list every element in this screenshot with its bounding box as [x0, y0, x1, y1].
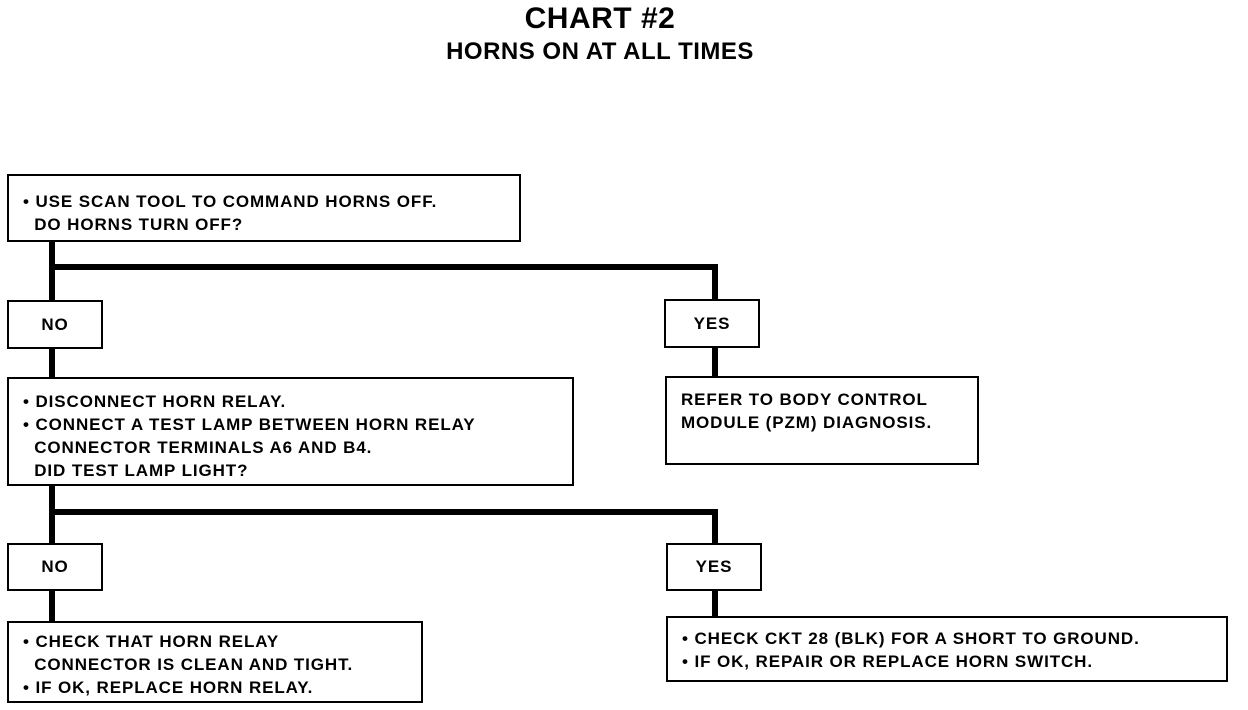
step2-yes-label: YES [666, 543, 762, 591]
connector-no1-down [49, 347, 55, 380]
step2-box: • DISCONNECT HORN RELAY. • CONNECT A TES… [7, 377, 574, 486]
step1-line-1: • USE SCAN TOOL TO COMMAND HORNS OFF. [23, 192, 438, 211]
step1-line-2: DO HORNS TURN OFF? [23, 215, 244, 234]
connector-branch1-horizontal [49, 264, 718, 270]
yes-result2-box: • CHECK CKT 28 (BLK) FOR A SHORT TO GROU… [666, 616, 1228, 682]
connector-branch1-yes-down [712, 264, 718, 302]
step2-line-1: • DISCONNECT HORN RELAY. [23, 392, 287, 411]
step2-no-label: NO [7, 543, 103, 591]
connector-no2-down [49, 589, 55, 624]
no-result-line-1: • CHECK THAT HORN RELAY [23, 632, 280, 651]
yes-result-line-1: REFER TO BODY CONTROL [681, 390, 928, 409]
yes-result2-line-1: • CHECK CKT 28 (BLK) FOR A SHORT TO GROU… [682, 629, 1140, 648]
yes-result-line-2: MODULE (PZM) DIAGNOSIS. [681, 413, 933, 432]
connector-branch2-horizontal [49, 509, 718, 515]
no-result-box: • CHECK THAT HORN RELAY CONNECTOR IS CLE… [7, 621, 423, 703]
step2-line-2: • CONNECT A TEST LAMP BETWEEN HORN RELAY [23, 415, 476, 434]
connector-step1-down [49, 240, 55, 302]
step1-no-label: NO [7, 300, 103, 349]
chart-title: CHART #2 [524, 2, 676, 35]
step1-yes-label: YES [664, 299, 760, 348]
no-result-line-3: • IF OK, REPLACE HORN RELAY. [23, 678, 314, 697]
step1-box: • USE SCAN TOOL TO COMMAND HORNS OFF. DO… [7, 174, 521, 242]
step2-line-4: DID TEST LAMP LIGHT? [23, 461, 249, 480]
yes-result2-line-2: • IF OK, REPAIR OR REPLACE HORN SWITCH. [682, 652, 1093, 671]
step2-line-3: CONNECTOR TERMINALS A6 AND B4. [23, 438, 373, 457]
connector-branch2-yes-down [712, 509, 718, 545]
no-result-line-2: CONNECTOR IS CLEAN AND TIGHT. [23, 655, 354, 674]
chart-subtitle: HORNS ON AT ALL TIMES [446, 38, 754, 65]
connector-yes1-down [712, 346, 718, 378]
yes-result-box: REFER TO BODY CONTROL MODULE (PZM) DIAGN… [665, 376, 979, 465]
connector-yes2-down [712, 589, 718, 619]
